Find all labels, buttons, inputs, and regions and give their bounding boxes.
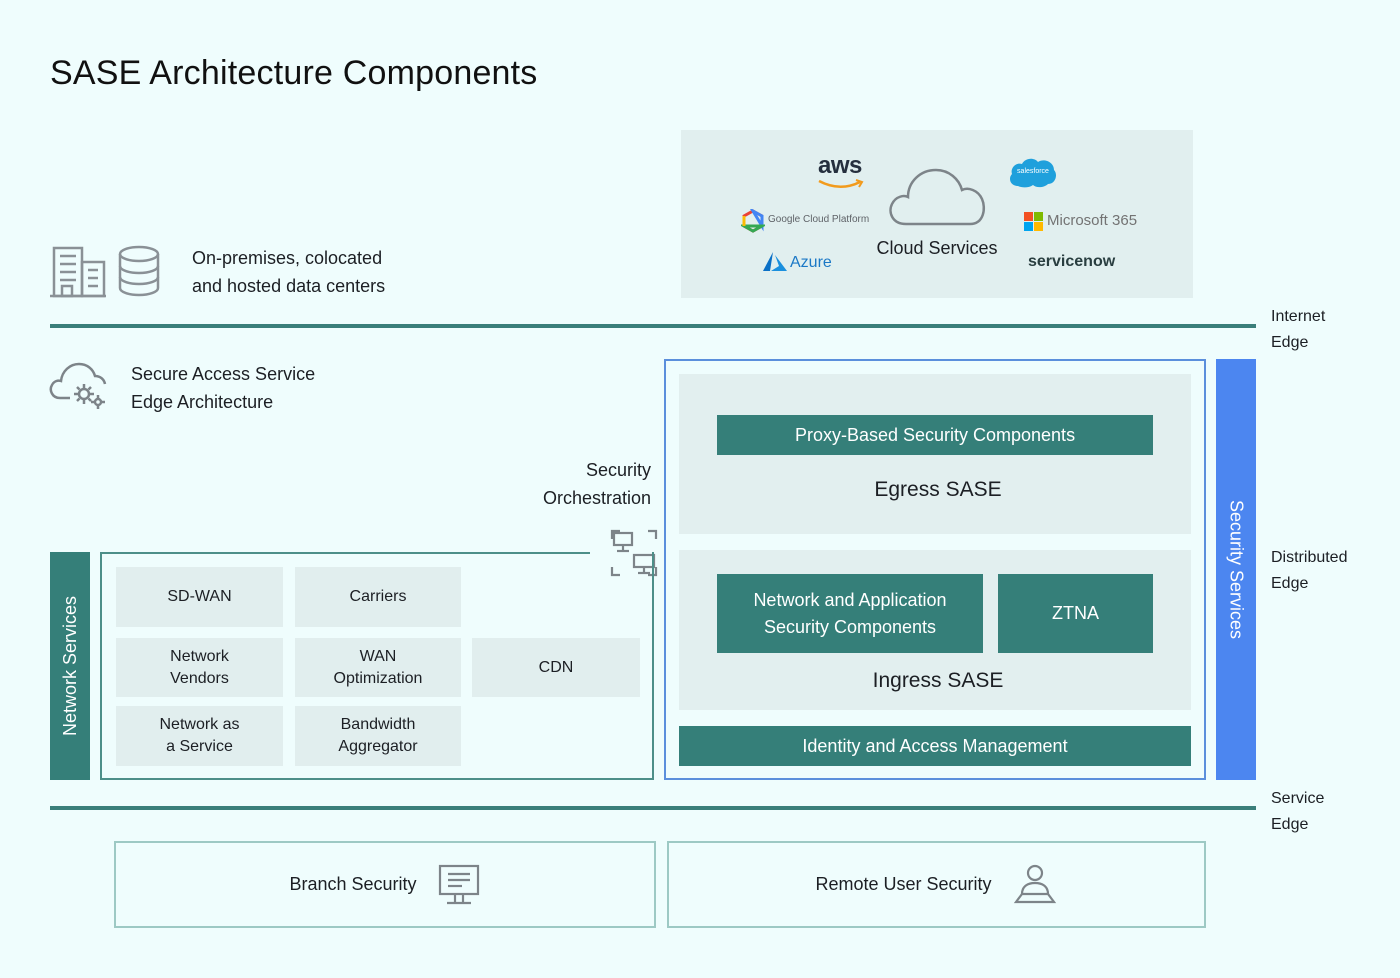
branch-security-label: Branch Security	[289, 874, 417, 894]
cdn-cell: CDN	[472, 638, 640, 697]
aws-smile-icon	[818, 179, 864, 188]
salesforce-icon	[1010, 158, 1056, 188]
sdwan-cell: SD-WAN	[116, 567, 283, 627]
data-centers-label: On-premises, colocated and hosted data c…	[192, 248, 386, 296]
cloud-gear-icon	[49, 362, 107, 409]
page-title: SASE Architecture Components	[50, 54, 538, 92]
identity-access-management: Identity and Access Management	[679, 726, 1191, 766]
remote-user-security-box: Remote User Security	[667, 841, 1206, 928]
network-services-frame-top	[100, 552, 590, 554]
cloud-services-label: Cloud Services	[876, 238, 998, 258]
egress-sase-label: Egress SASE	[874, 478, 1002, 501]
remote-user-security-label: Remote User Security	[815, 874, 992, 894]
building-database-icon	[50, 245, 160, 298]
security-services-bar: Security Services	[1216, 359, 1256, 780]
azure-logo: Azure	[790, 254, 832, 271]
network-services-bar: Network Services	[50, 552, 90, 780]
microsoft-icon	[1024, 212, 1043, 231]
monitor-icon	[438, 864, 479, 904]
distributed-edge-label: Distributed Edge	[1271, 549, 1348, 592]
salesforce-logo: salesforce	[1017, 168, 1049, 175]
cloud-icon	[889, 168, 986, 226]
internet-edge-line	[50, 324, 1256, 328]
azure-icon	[763, 252, 787, 271]
service-edge-label: Service Edge	[1271, 790, 1325, 833]
security-orchestration-label: Security Orchestration	[542, 460, 651, 508]
microsoft-logo: Microsoft 365	[1047, 212, 1138, 229]
branch-security-box: Branch Security	[114, 841, 656, 928]
sase-frame	[664, 359, 1206, 780]
sase-architecture-label: Secure Access Service Edge Architecture	[131, 364, 316, 412]
carriers-cell: Carriers	[295, 567, 461, 627]
proxy-security-components: Proxy-Based Security Components	[717, 415, 1153, 455]
service-edge-line	[50, 806, 1256, 810]
google-cloud-icon	[741, 209, 765, 233]
servicenow-logo: servicenow	[1028, 253, 1116, 270]
aws-logo: aws	[818, 152, 862, 179]
orchestration-icon	[610, 529, 658, 577]
network-services-frame-right	[652, 598, 654, 780]
user-icon	[1013, 864, 1056, 903]
google-cloud-logo: Google Cloud Platform	[768, 214, 870, 225]
ingress-sase-label: Ingress SASE	[872, 669, 1004, 692]
ztna-component: ZTNA	[998, 574, 1153, 653]
internet-edge-label: Internet Edge	[1271, 308, 1326, 351]
